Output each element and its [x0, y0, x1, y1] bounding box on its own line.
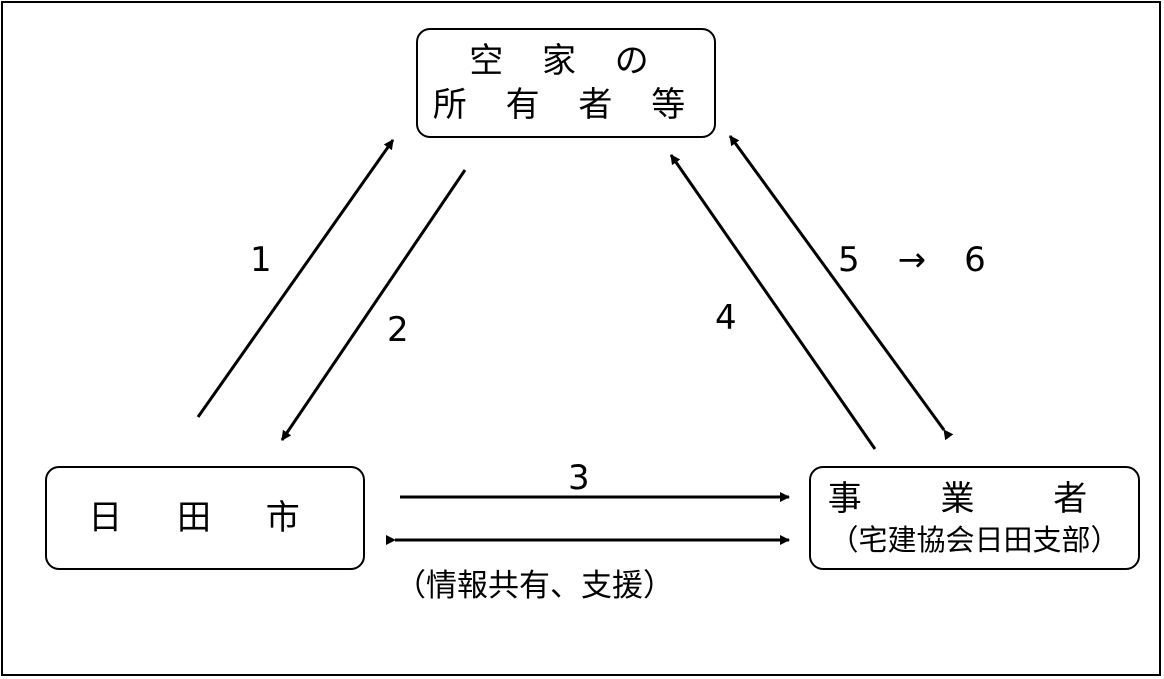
step-2-label: 2 [387, 310, 409, 350]
owner-label-line2: 所 有 者 等 [432, 85, 700, 125]
business-box: 事 業 者 （宅建協会日田支部） [809, 466, 1140, 570]
arrow-2-owner-to-city [280, 169, 467, 441]
info-sharing-note: （情報共有、支援） [395, 568, 674, 604]
business-sub-label: （宅建協会日田支部） [829, 523, 1120, 557]
step-5-6-label: 5 → 6 [838, 240, 988, 280]
arrow-1-city-to-owner [196, 139, 395, 418]
owner-box: 空 家 の 所 有 者 等 [416, 28, 716, 138]
step-4-label: 4 [715, 298, 737, 338]
step-3-label: 3 [568, 458, 590, 498]
city-box: 日 田 市 [45, 466, 365, 570]
city-label: 日 田 市 [88, 498, 322, 538]
arrow-5-6-double [728, 135, 954, 441]
business-label: 事 業 者 [827, 479, 1122, 519]
arrow-4-business-to-owner [669, 154, 877, 450]
step-1-label: 1 [250, 240, 272, 280]
owner-label-line1: 空 家 の [469, 41, 663, 81]
